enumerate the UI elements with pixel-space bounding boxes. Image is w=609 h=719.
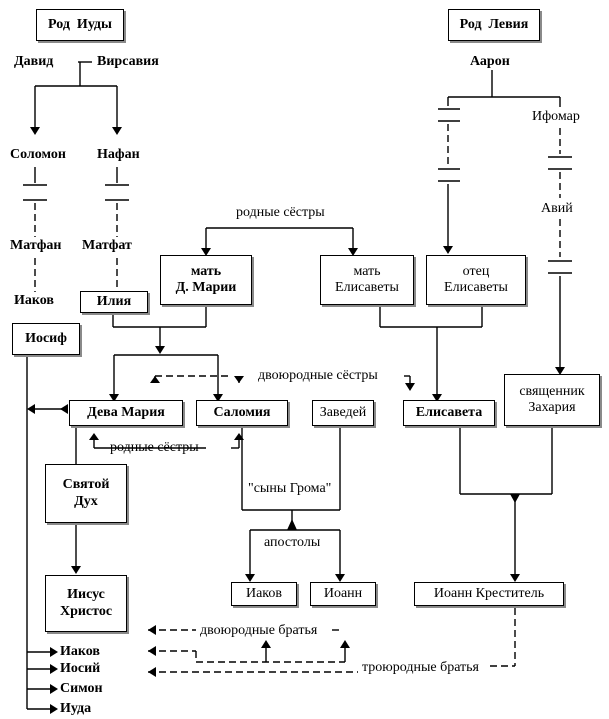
eli-box: Илия [80, 291, 148, 313]
john-box: Иоанн [310, 582, 376, 606]
jesus-line2: Христос [59, 603, 113, 619]
tribe-levi-box: Род Левия [448, 9, 540, 41]
john-label: Иоанн [323, 585, 363, 601]
eli-label: Илия [96, 293, 132, 309]
second-cousins-label: троюродные братья [362, 660, 479, 675]
john-baptist-box: Иоанн Креститель [414, 582, 564, 606]
salome-box: Саломия [196, 400, 288, 426]
sons-of-thunder-label: "сыны Грома" [248, 481, 332, 496]
matthan-label: Матфан [10, 238, 62, 253]
cousin-sisters-label: двоюродные сёстры [258, 368, 378, 383]
tribe-judah-label: Род Иуды [48, 16, 112, 32]
david-label: Давид [14, 54, 54, 69]
elizabeth-mother-line2: Елисаветы [335, 280, 399, 295]
elizabeth-father-line1: отец [462, 263, 490, 279]
aaron-label: Аарон [470, 54, 510, 69]
joseph-label: Иосиф [25, 330, 67, 346]
jesus-line1: Иисус [67, 587, 105, 603]
james-box: Иаков [231, 582, 297, 606]
tribe-levi-label: Род Левия [459, 16, 529, 32]
brother-joses-label: Иосий [60, 661, 101, 676]
zechariah-line1: священник [519, 383, 585, 399]
zechariah-line2: Захария [528, 400, 576, 415]
cousin-brothers-label: двоюродные братья [200, 623, 318, 638]
full-sisters-bottom-label: родные сёстры [110, 440, 199, 455]
holy-spirit-line1: Святой [62, 477, 110, 493]
zebedee-box: Заведей [312, 400, 374, 426]
bathsheba-label: Вирсавия [97, 54, 159, 69]
ithamar-label: Ифомар [532, 109, 580, 124]
matthat-label: Матфат [82, 238, 132, 253]
apostles-label: апостолы [264, 535, 321, 550]
john-baptist-label: Иоанн Креститель [433, 585, 545, 601]
elizabeth-box: Елисавета [403, 400, 495, 426]
mary-mother-line2: Д. Марии [175, 280, 237, 295]
nathan-label: Нафан [97, 147, 140, 162]
mary-mother-line1: мать [190, 263, 222, 279]
brother-james-label: Иаков [60, 644, 100, 659]
virgin-mary-box: Дева Мария [69, 400, 183, 426]
brother-simon-label: Симон [60, 681, 103, 696]
salome-label: Саломия [213, 404, 271, 420]
jacob-father-label: Иаков [14, 293, 54, 308]
solomon-label: Соломон [10, 147, 66, 162]
joseph-box: Иосиф [12, 323, 80, 355]
holy-spirit-line2: Дух [74, 493, 98, 509]
elizabeth-father-line2: Елисаветы [444, 280, 508, 295]
zebedee-label: Заведей [319, 404, 367, 420]
elizabeth-mother-line1: мать [353, 263, 381, 279]
elizabeth-label: Елисавета [415, 404, 483, 420]
virgin-mary-label: Дева Мария [87, 404, 165, 420]
tribe-judah-box: Род Иуды [36, 9, 124, 41]
full-sisters-top-label: родные сёстры [236, 205, 325, 220]
brother-jude-label: Иуда [60, 701, 92, 716]
james-label: Иаков [245, 585, 283, 601]
abijah-label: Авий [541, 201, 573, 216]
